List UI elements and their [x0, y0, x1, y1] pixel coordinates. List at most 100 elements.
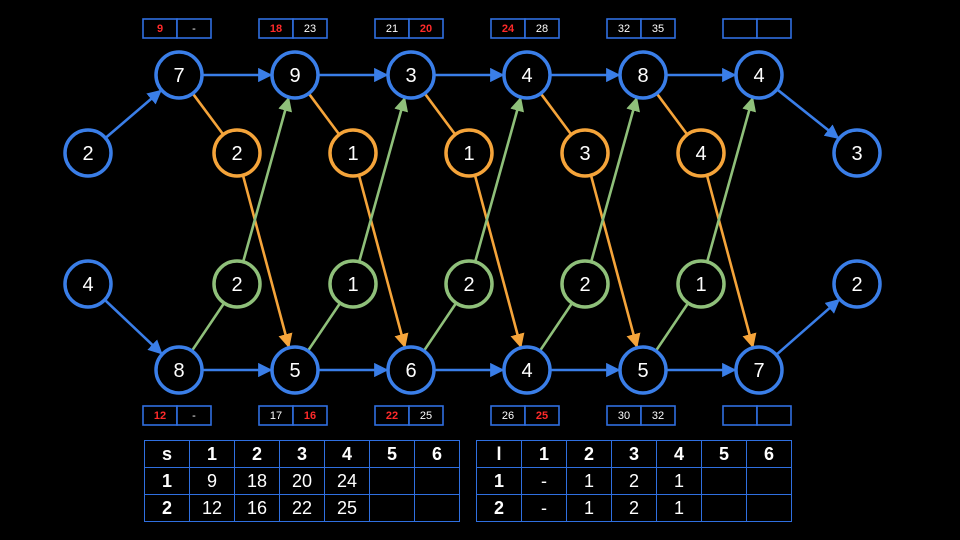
- table-l-header-cell: 3: [611, 440, 657, 468]
- table-s-cell: [414, 467, 460, 495]
- table-s-cell: 22: [279, 494, 325, 522]
- transfer-node-1to2-2: 1: [328, 128, 378, 178]
- value-box-line2-4-right: 25: [536, 410, 548, 422]
- station-line2-4-label: 4: [521, 360, 532, 382]
- station-line1-1: 7: [154, 50, 204, 100]
- edge-entry-line2: [103, 298, 163, 355]
- value-box-line2-3-right: 25: [420, 410, 432, 422]
- transfer-node-1to2-5: 4: [676, 128, 726, 178]
- table-s-cell: 9: [189, 467, 235, 495]
- transfer-node-2to1-5: 1: [676, 259, 726, 309]
- table-l-header-cell: 6: [746, 440, 792, 468]
- edge-transfer-1to2-b-1: [241, 174, 293, 349]
- table-l-cell: 2: [476, 494, 522, 522]
- value-box-line2-5-left: 30: [618, 410, 630, 422]
- exit-node-line1-label: 3: [851, 143, 862, 165]
- table-s-cell: 1: [144, 467, 190, 495]
- table-l-cell: 1: [656, 467, 702, 495]
- table-s-header-cell: 5: [369, 440, 415, 468]
- table-l-cell: [701, 467, 747, 495]
- station-line1-1-label: 7: [173, 65, 184, 87]
- station-line1-5-label: 8: [637, 65, 648, 87]
- value-box-line2-6: [722, 405, 792, 426]
- table-s-header-cell: 4: [324, 440, 370, 468]
- transfer-node-1to2-5-label: 4: [695, 143, 706, 165]
- transfer-node-1to2-1: 2: [212, 128, 262, 178]
- value-box-line1-1-right: -: [192, 23, 196, 35]
- edge-transfer-2to1-b-3: [473, 96, 525, 263]
- edge-transfer-2to1-a-2: [306, 303, 341, 352]
- edge-transfer-2to1-a-1: [190, 303, 225, 352]
- transfer-node-2to1-2-label: 1: [347, 274, 358, 296]
- station-line1-6-label: 4: [753, 65, 764, 87]
- table-s-cell: 18: [234, 467, 280, 495]
- transfer-node-2to1-4: 2: [560, 259, 610, 309]
- table-s-header-cell: 2: [234, 440, 280, 468]
- transfer-node-1to2-3-label: 1: [463, 143, 474, 165]
- edge-transfer-2to1-a-5: [654, 303, 689, 352]
- table-l-cell: [746, 494, 792, 522]
- value-box-line1-2-right: 23: [304, 23, 316, 35]
- station-line2-4: 4: [502, 345, 552, 395]
- table-l-header-cell: l: [476, 440, 522, 468]
- value-box-line2-3-left: 22: [386, 410, 398, 422]
- edge-transfer-2to1-a-4: [538, 303, 573, 352]
- edge-transfer-1to2-b-4: [589, 174, 641, 349]
- edge-transfer-1to2-a-1: [191, 92, 224, 135]
- transfer-node-2to1-1-label: 2: [231, 274, 242, 296]
- value-box-line2-1-right: -: [192, 410, 196, 422]
- exit-node-line2: 2: [832, 259, 882, 309]
- value-box-line1-1-left: 9: [157, 23, 163, 35]
- table-l-cell: -: [521, 467, 567, 495]
- table-s-cell: 25: [324, 494, 370, 522]
- edge-exit-line1: [776, 88, 840, 140]
- table-s-header-cell: 6: [414, 440, 460, 468]
- value-box-line2-2-right: 16: [304, 410, 316, 422]
- table-s-cell: [414, 494, 460, 522]
- table-l-header-cell: 1: [521, 440, 567, 468]
- transfer-node-2to1-1: 2: [212, 259, 262, 309]
- table-s-cell: [369, 494, 415, 522]
- station-line2-5: 5: [618, 345, 668, 395]
- transfer-node-2to1-5-label: 1: [695, 274, 706, 296]
- station-line1-5: 8: [618, 50, 668, 100]
- station-line1-4-label: 4: [521, 65, 532, 87]
- value-box-line1-3-right: 20: [420, 23, 432, 35]
- edge-transfer-1to2-a-5: [655, 92, 688, 135]
- edge-transfer-2to1-a-3: [422, 303, 457, 352]
- transfer-node-1to2-1-label: 2: [231, 143, 242, 165]
- table-l-cell: 2: [611, 467, 657, 495]
- entry-node-line2-label: 4: [82, 274, 93, 296]
- value-box-line2-5-right: 32: [652, 410, 664, 422]
- value-box-line2-2-left: 17: [270, 410, 282, 422]
- edge-entry-line1: [104, 89, 162, 140]
- station-line1-3: 3: [386, 50, 436, 100]
- transfer-node-2to1-2: 1: [328, 259, 378, 309]
- exit-node-line2-label: 2: [851, 274, 862, 296]
- table-s-cell: 16: [234, 494, 280, 522]
- station-line1-2-label: 9: [289, 65, 300, 87]
- station-line2-2: 5: [270, 345, 320, 395]
- table-l-cell: 1: [476, 467, 522, 495]
- value-box-line1-1: 9-: [142, 18, 212, 39]
- value-box-line2-5: 30 32: [606, 405, 676, 426]
- value-box-line2-3: 22 25: [374, 405, 444, 426]
- edge-transfer-2to1-b-4: [589, 96, 641, 263]
- value-box-line2-1: 12-: [142, 405, 212, 426]
- table-l-cell: 1: [656, 494, 702, 522]
- table-l-cell: [701, 494, 747, 522]
- table-l-cell: 1: [566, 467, 612, 495]
- value-box-line1-6: [722, 18, 792, 39]
- station-line2-6: 7: [734, 345, 784, 395]
